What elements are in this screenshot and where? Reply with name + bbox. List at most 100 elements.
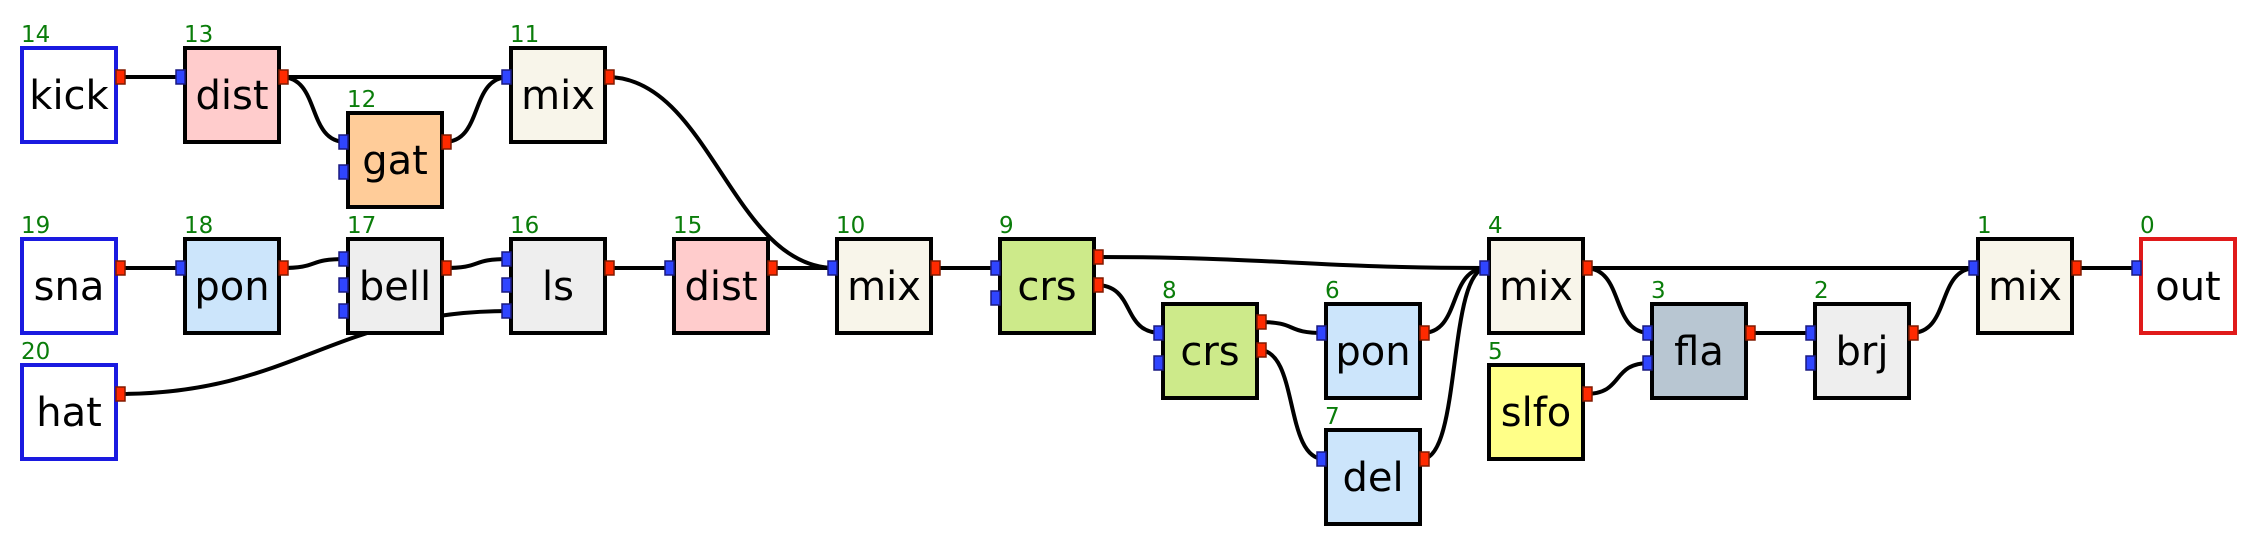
output-port-0[interactable] <box>1582 386 1593 402</box>
node-box[interactable] <box>998 237 1096 335</box>
node-box[interactable] <box>183 46 281 144</box>
node-id-label: 19 <box>21 213 50 239</box>
input-port-0[interactable] <box>1968 260 1979 276</box>
node-box[interactable] <box>835 237 933 335</box>
node-box[interactable] <box>1324 428 1422 526</box>
input-port-0[interactable] <box>501 69 512 85</box>
output-port-0[interactable] <box>1256 314 1267 330</box>
node-box[interactable] <box>1324 302 1422 400</box>
input-port-0[interactable] <box>1316 451 1327 467</box>
output-port-0[interactable] <box>1582 260 1593 276</box>
input-port-0[interactable] <box>664 260 675 276</box>
output-port-0[interactable] <box>1419 451 1430 467</box>
output-port-0[interactable] <box>1908 325 1919 341</box>
input-port-1[interactable] <box>501 277 512 293</box>
input-port-1[interactable] <box>1153 355 1164 371</box>
input-port-0[interactable] <box>990 260 1001 276</box>
input-port-1[interactable] <box>338 164 349 180</box>
node-id-label: 8 <box>1162 278 1177 304</box>
output-port-1[interactable] <box>1256 342 1267 358</box>
output-port-0[interactable] <box>1093 249 1104 265</box>
input-port-0[interactable] <box>1805 325 1816 341</box>
wire-5-to-3 <box>1584 361 1651 396</box>
output-port-0[interactable] <box>767 260 778 276</box>
node-box[interactable] <box>20 46 118 144</box>
output-port-0[interactable] <box>278 260 289 276</box>
input-port-0[interactable] <box>338 134 349 150</box>
input-port-0[interactable] <box>175 260 186 276</box>
node-box[interactable] <box>346 111 444 209</box>
input-port-1[interactable] <box>1805 355 1816 371</box>
output-port-0[interactable] <box>278 69 289 85</box>
output-port-0[interactable] <box>115 260 126 276</box>
input-port-2[interactable] <box>501 303 512 319</box>
output-port-0[interactable] <box>1745 325 1756 341</box>
input-port-0[interactable] <box>1316 325 1327 341</box>
output-port-0[interactable] <box>2071 260 2082 276</box>
node-name-label: pon <box>1335 329 1410 375</box>
node-box[interactable] <box>346 237 444 335</box>
output-port-0[interactable] <box>930 260 941 276</box>
node-box[interactable] <box>509 237 607 335</box>
input-port-1[interactable] <box>990 290 1001 306</box>
node-name-label: gat <box>362 138 428 184</box>
input-port-2[interactable] <box>338 303 349 319</box>
node-box[interactable] <box>183 237 281 335</box>
node-box[interactable] <box>1487 237 1585 335</box>
output-port-0[interactable] <box>1419 325 1430 341</box>
input-port-0[interactable] <box>501 251 512 267</box>
output-port-0[interactable] <box>115 386 126 402</box>
input-port-0[interactable] <box>1153 325 1164 341</box>
input-port-1[interactable] <box>1642 355 1653 371</box>
output-port-0[interactable] <box>441 260 452 276</box>
node-box[interactable] <box>1161 302 1259 400</box>
input-port-0[interactable] <box>338 251 349 267</box>
output-port-1[interactable] <box>1093 277 1104 293</box>
node-box[interactable] <box>20 363 118 461</box>
output-port-0[interactable] <box>604 260 615 276</box>
wire-8-to-7 <box>1258 348 1325 461</box>
output-port-0[interactable] <box>441 134 452 150</box>
output-port-0[interactable] <box>115 69 126 85</box>
input-port-0[interactable] <box>2131 260 2142 276</box>
node-name-label: mix <box>1499 264 1573 310</box>
node-box[interactable] <box>1487 363 1585 461</box>
node-box[interactable] <box>509 46 607 144</box>
node-box[interactable] <box>20 237 118 335</box>
node-name-label: bell <box>359 264 431 310</box>
input-port-0[interactable] <box>175 69 186 85</box>
node-box[interactable] <box>1650 302 1748 400</box>
node-box[interactable] <box>1813 302 1911 400</box>
node-name-label: slfo <box>1501 390 1572 436</box>
output-port-0[interactable] <box>604 69 615 85</box>
input-port-0[interactable] <box>1479 260 1490 276</box>
node-box[interactable] <box>2139 237 2237 335</box>
node-box[interactable] <box>1976 237 2074 335</box>
node-id-label: 16 <box>510 213 539 239</box>
input-port-0[interactable] <box>1642 325 1653 341</box>
input-port-0[interactable] <box>827 260 838 276</box>
node-box[interactable] <box>672 237 770 335</box>
input-port-1[interactable] <box>338 277 349 293</box>
